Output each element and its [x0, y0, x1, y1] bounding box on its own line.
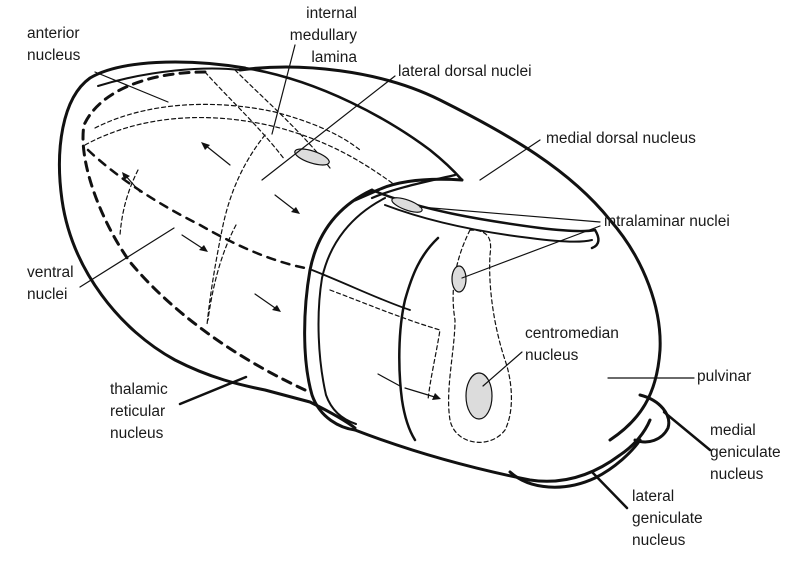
front-notch-2 [370, 173, 457, 200]
intralaminar-ellipse-top [391, 197, 423, 213]
body-top-outline [238, 65, 662, 442]
centromedian-dashed [448, 229, 513, 443]
label-centromedian-nucleus: centromedian nucleus [525, 325, 619, 364]
lateral-geniculate-bump [508, 438, 642, 489]
front-face-inner [317, 197, 386, 425]
upper-band-2 [384, 204, 593, 243]
label-medial-geniculate-nucleus: medial geniculate nucleus [710, 422, 781, 483]
medial-dashed-1 [204, 71, 286, 161]
upper-band [370, 188, 597, 233]
arrow-heads [122, 142, 441, 400]
ventral-dashed-3 [207, 224, 237, 321]
reticular-dashed-line [81, 70, 307, 392]
intralaminar-ellipse-mid [451, 265, 467, 293]
lateral-dorsal-ellipse [294, 148, 330, 166]
label-lateral-geniculate-nucleus: lateral geniculate nucleus [632, 488, 703, 549]
inner-dashed-arc-2 [94, 103, 361, 151]
label-intralaminar-nuclei: intralaminar nuclei [604, 213, 730, 230]
label-medial-dorsal-nucleus: medial dorsal nucleus [546, 130, 696, 147]
front-dashed-line [329, 289, 441, 401]
leader-lines [79, 44, 695, 387]
label-ventral-nuclei: ventral nuclei [27, 264, 74, 303]
medial-geniculate-bump [633, 393, 671, 444]
inner-dashed-arc [84, 116, 396, 186]
ventral-dashed-1 [206, 134, 266, 326]
label-pulvinar: pulvinar [697, 368, 752, 385]
label-lateral-dorsal-nuclei: lateral dorsal nuclei [398, 63, 532, 80]
lateral-medial-divider [398, 236, 440, 442]
label-thalamic-reticular-nucleus: thalamic reticular nucleus [110, 381, 168, 442]
centromedian-ellipse [465, 372, 493, 420]
direction-arrows [124, 144, 439, 399]
label-anterior-nucleus: anterior nucleus [27, 25, 81, 64]
front-seam [311, 269, 411, 311]
label-internal-medullary-lamina: internal medullary lamina [289, 5, 357, 66]
body-bottom-outline [353, 418, 652, 483]
reticular-shell-rim [243, 66, 464, 182]
reticular-shell-inner-rim [97, 67, 241, 87]
front-face-outline [303, 188, 374, 432]
leader-lines-heavy [178, 375, 712, 510]
reticular-shell-outline [57, 60, 357, 430]
lamina-dashed-line [86, 148, 307, 270]
front-notch [353, 177, 464, 202]
upper-band-right [590, 228, 600, 250]
